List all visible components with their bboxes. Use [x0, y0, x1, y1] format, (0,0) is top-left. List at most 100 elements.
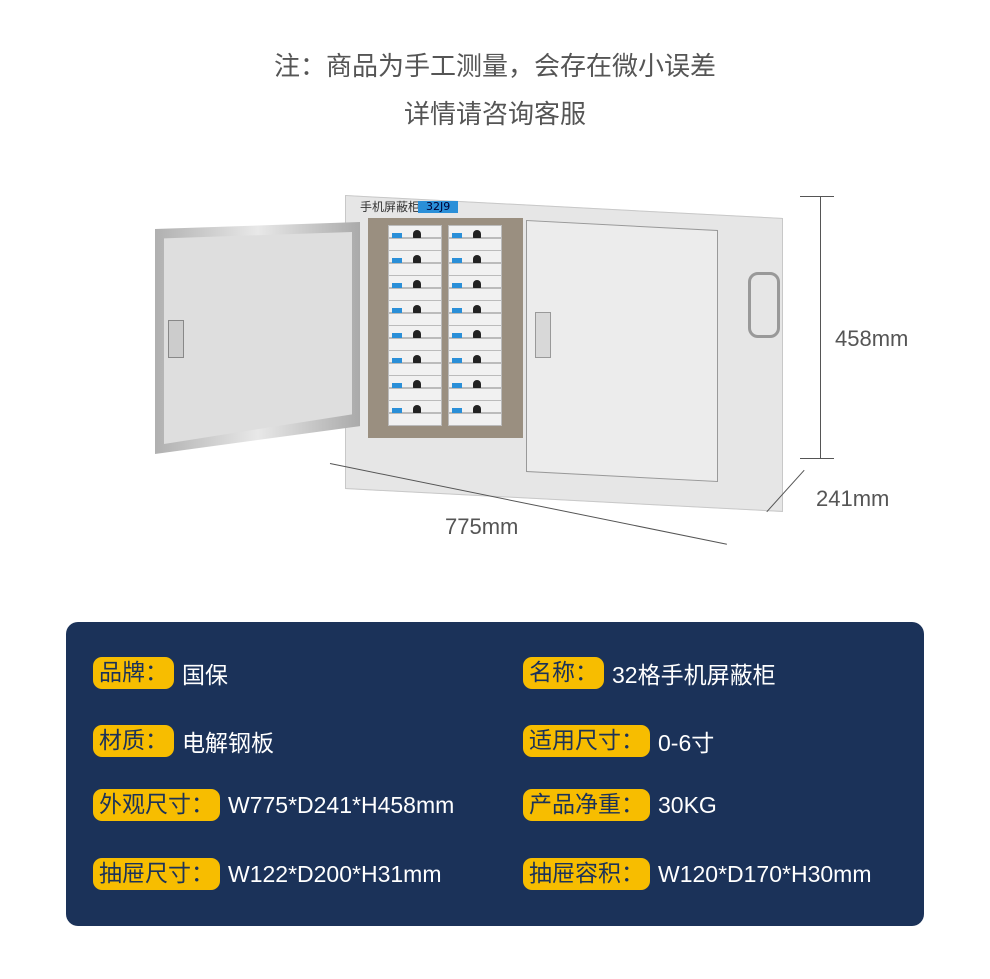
drawer: [448, 262, 502, 276]
drawer-tag: [392, 308, 402, 313]
drawer: [388, 237, 442, 251]
side-handle: [748, 272, 780, 338]
drawer: [448, 350, 502, 366]
lock-icon: [413, 255, 421, 266]
drawer: [448, 237, 502, 251]
drawer-tag: [392, 258, 402, 263]
drawer-tag: [392, 333, 402, 338]
spec-value: 国保: [182, 662, 228, 688]
drawer: [388, 275, 442, 291]
right-door: [526, 220, 718, 483]
drawer: [388, 312, 442, 326]
lock-icon: [413, 380, 421, 391]
spec-row: 品牌： 国保: [93, 656, 228, 690]
drawer: [388, 300, 442, 316]
drawer: [448, 325, 502, 341]
drawer-tag: [452, 383, 462, 388]
drawer: [448, 337, 502, 351]
spec-value: 电解钢板: [182, 730, 274, 756]
spec-row: 适用尺寸： 0-6寸: [523, 724, 714, 758]
cabinet-model: 32J9: [418, 201, 459, 213]
drawer-tag: [452, 283, 462, 288]
lock-icon: [413, 330, 421, 341]
drawer: [388, 387, 442, 401]
drawer: [388, 287, 442, 301]
note-line-2: 详情请咨询客服: [403, 100, 586, 130]
lock-icon: [473, 305, 481, 316]
drawer: [448, 300, 502, 316]
drawer: [388, 262, 442, 276]
lock-icon: [473, 230, 481, 241]
lock-icon: [473, 255, 481, 266]
drawer-tag: [452, 408, 462, 413]
spec-row: 名称： 32格手机屏蔽柜: [523, 656, 776, 690]
drawer-tag: [392, 233, 402, 238]
drawer-tag: [392, 283, 402, 288]
lock-icon: [413, 355, 421, 366]
spec-label: 品牌：: [93, 657, 174, 689]
drawer-tag: [452, 258, 462, 263]
drawer: [388, 225, 442, 241]
lock-icon: [413, 230, 421, 241]
drawer: [448, 225, 502, 241]
spec-row: 材质： 电解钢板: [93, 724, 274, 758]
lock-icon: [413, 305, 421, 316]
door-handle: [535, 312, 551, 358]
drawer-tag: [392, 358, 402, 363]
spec-value: W122*D200*H31mm: [228, 860, 442, 887]
height-dim-line: [820, 196, 821, 458]
lock-icon: [473, 280, 481, 291]
cabinet-label: 手机屏蔽柜: [360, 200, 421, 214]
drawer: [388, 350, 442, 366]
drawer: [388, 337, 442, 351]
drawer: [448, 275, 502, 291]
drawer: [388, 250, 442, 266]
spec-label: 抽屉尺寸：: [93, 858, 220, 890]
lock-icon: [413, 280, 421, 291]
drawer-tag: [452, 308, 462, 313]
spec-label: 抽屉容积：: [523, 858, 650, 890]
lock-icon: [473, 380, 481, 391]
drawer: [388, 362, 442, 376]
drawer: [388, 412, 442, 426]
lock-icon: [473, 355, 481, 366]
spec-value: 0-6寸: [658, 730, 715, 756]
spec-value: 32格手机屏蔽柜: [612, 662, 776, 688]
door-lock: [168, 320, 184, 358]
spec-value: W775*D241*H458mm: [228, 791, 455, 818]
drawer-tag: [392, 408, 402, 413]
drawer: [448, 400, 502, 416]
drawer: [448, 312, 502, 326]
drawer: [388, 325, 442, 341]
spec-label: 外观尺寸：: [93, 789, 220, 821]
lock-icon: [413, 405, 421, 416]
spec-row: 产品净重： 30KG: [523, 789, 717, 821]
drawer-tag: [452, 233, 462, 238]
spec-row: 外观尺寸： W775*D241*H458mm: [93, 789, 454, 821]
depth-dim: 241mm: [816, 486, 890, 511]
height-dim: 458mm: [835, 326, 909, 351]
drawer-tag: [452, 333, 462, 338]
drawer: [448, 412, 502, 426]
lock-icon: [473, 330, 481, 341]
note-line-1: 注：商品为手工测量，会存在微小误差: [273, 52, 716, 82]
drawer: [448, 387, 502, 401]
lock-icon: [473, 405, 481, 416]
width-dim: 775mm: [445, 514, 519, 539]
spec-label: 适用尺寸：: [523, 725, 650, 757]
spec-label: 产品净重：: [523, 789, 650, 821]
spec-label: 名称：: [523, 657, 604, 689]
spec-value: W120*D170*H30mm: [658, 860, 872, 887]
drawer: [448, 287, 502, 301]
drawer-tag: [452, 358, 462, 363]
spec-value: 30KG: [658, 791, 717, 818]
spec-label: 材质：: [93, 725, 174, 757]
spec-row: 抽屉尺寸： W122*D200*H31mm: [93, 858, 441, 890]
drawer: [448, 250, 502, 266]
spec-row: 抽屉容积： W120*D170*H30mm: [523, 858, 871, 890]
drawer: [388, 400, 442, 416]
drawer: [448, 362, 502, 376]
drawer: [448, 375, 502, 391]
drawer: [388, 375, 442, 391]
drawer-tag: [392, 383, 402, 388]
